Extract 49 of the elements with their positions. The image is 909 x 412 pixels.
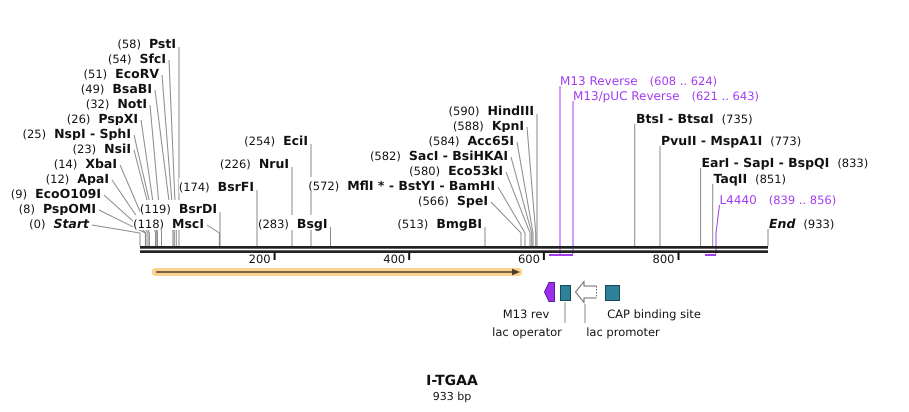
primer-label: M13 Reverse (608 .. 624) (560, 72, 718, 86)
feature-bar (152, 268, 522, 276)
feature-label: lac promoter (586, 322, 660, 338)
leader-line (98, 210, 146, 246)
cut-site-label: (572) MflI * - BstYI - BamHI (308, 176, 495, 192)
leader-line (564, 302, 566, 324)
cut-site-label: (9) EcoO109I (10, 184, 101, 200)
sequence-length-caption: 933 bp (432, 388, 472, 404)
sequence-end-label: (0) Start (29, 214, 89, 230)
leader-line (516, 142, 534, 246)
cut-site-label: (23) NsiI (72, 140, 131, 154)
leader-line (206, 224, 220, 246)
leader-line (584, 304, 586, 324)
cut-site-label: (174) BsrFI (178, 178, 254, 192)
leader-line (716, 204, 720, 254)
primer-feature (544, 282, 555, 302)
axis-tick-label: 400 (383, 252, 406, 266)
leader-line (490, 202, 522, 246)
primer-label: M13/pUC Reverse (621 .. 643) (573, 86, 759, 102)
axis-tick-label: 800 (652, 252, 674, 266)
leader-line (498, 186, 526, 246)
leader-line (634, 124, 636, 246)
cut-site-label: (25) NspI - SphI (22, 124, 131, 140)
feature-label: CAP binding site (607, 306, 701, 322)
feature-label: lac operator (492, 322, 562, 338)
leader-line (330, 226, 331, 246)
leader-line (572, 100, 574, 254)
cut-site-label: (118) MscI (133, 214, 204, 230)
leader-line (506, 172, 530, 246)
axis-tick-label: 200 (248, 252, 271, 266)
binding-site-feature (605, 285, 620, 301)
feature-label: M13 rev (502, 306, 550, 322)
leader-line (256, 190, 258, 246)
map-title: I-TGAA (426, 374, 478, 388)
cut-site-label: (283) BsgI (258, 214, 328, 230)
leader-line (92, 224, 140, 246)
primer-label: L4440 (839 .. 856) (720, 190, 836, 206)
promoter-feature (574, 280, 597, 304)
sequence-backbone (140, 246, 768, 253)
operator-feature (560, 285, 571, 301)
leader-line (700, 168, 702, 246)
leader-line (712, 184, 714, 246)
leader-line (484, 226, 486, 246)
cut-site-label: (584) Acc65I (428, 132, 514, 146)
cut-site-label: (119) BsrDI (140, 200, 217, 214)
leader-line (526, 126, 536, 246)
leader-line (510, 156, 532, 246)
leader-line (536, 114, 538, 246)
axis-tick-label: 600 (518, 252, 540, 266)
